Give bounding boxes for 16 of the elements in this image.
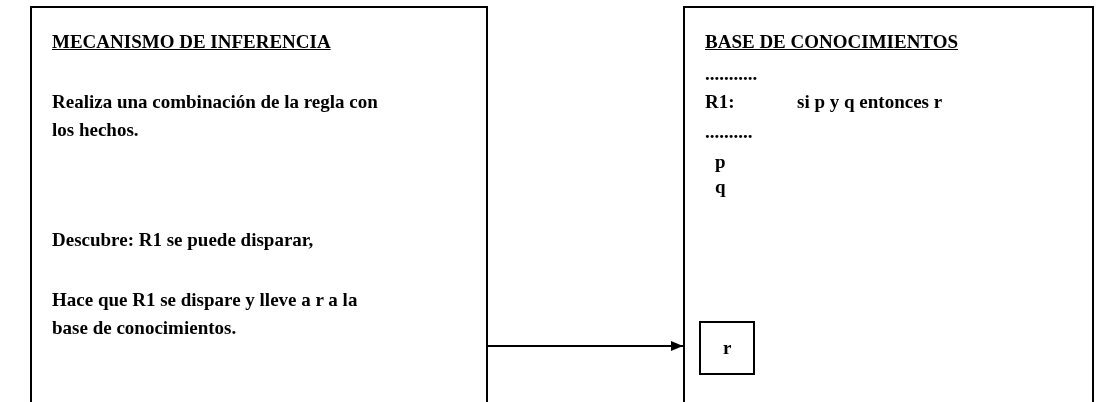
- heading: MECANISMO DE INFERENCIA: [52, 30, 331, 54]
- ellipsis-text: ...........: [705, 62, 758, 86]
- rule-label: R1:: [705, 90, 735, 114]
- rule-text: si p y q entonces r: [797, 90, 943, 114]
- description-text: Realiza una combinación de la regla con los hechos.: [52, 90, 379, 142]
- panel-box: [683, 6, 1094, 402]
- description-text: Descubre: R1 se puede disparar,: [52, 228, 314, 252]
- description-text: Hace que R1 se dispare y lleve a r a la base de conocimientos.: [52, 288, 359, 340]
- fact-text: q: [715, 175, 726, 199]
- arrow: [487, 341, 684, 351]
- fact-text: p: [715, 150, 726, 174]
- heading: BASE DE CONOCIMIENTOS: [705, 30, 959, 54]
- fact-text: r: [723, 336, 732, 360]
- fact-box: [699, 321, 755, 375]
- panel-box: [30, 6, 488, 402]
- ellipsis-text: ..........: [705, 120, 753, 144]
